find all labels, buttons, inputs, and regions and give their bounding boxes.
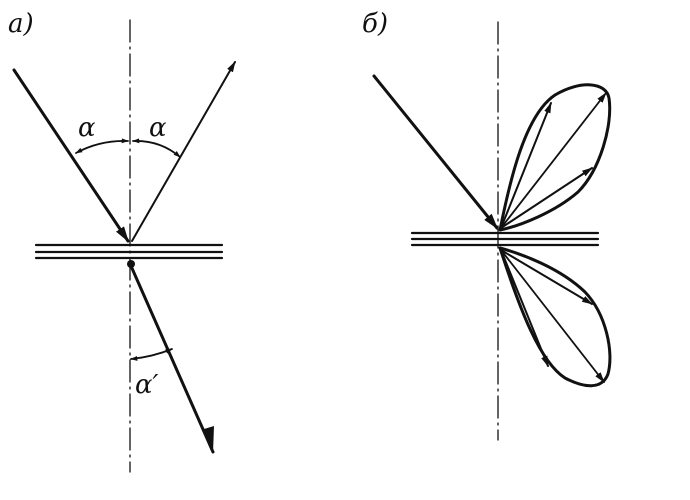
lobe-ray	[500, 249, 605, 383]
lobe-ray	[500, 92, 607, 229]
refracted-ray-head	[204, 426, 214, 453]
panel-b-label: б)	[362, 9, 388, 39]
lobe-ray	[500, 249, 549, 368]
angle-arc-incident	[75, 138, 129, 154]
reflection-lobe-rays	[500, 92, 607, 229]
lobe-ray	[500, 101, 552, 229]
emergence-point-a	[127, 260, 135, 268]
surface-a	[34, 243, 224, 260]
angle-arc-refracted	[130, 348, 173, 361]
angle-arc-reflected	[132, 138, 181, 158]
panel-b: б)	[362, 9, 612, 441]
lobe-ray	[500, 167, 593, 229]
alpha-label-reflected: α	[149, 113, 167, 143]
reflection-lobe	[498, 83, 612, 232]
panel-a: а) α α α′	[8, 9, 236, 473]
reflected-ray-a	[131, 61, 236, 242]
transmission-lobe	[498, 246, 612, 388]
alpha-prime-label: α′	[135, 370, 159, 400]
surface-b	[410, 231, 600, 247]
panel-a-label: а)	[8, 9, 34, 39]
incident-ray-b	[372, 74, 499, 230]
refracted-ray-a	[129, 264, 215, 454]
lobe-ray	[500, 249, 593, 305]
incident-ray-a	[12, 68, 130, 243]
transmission-lobe-rays	[500, 249, 605, 383]
alpha-label-incident: α	[78, 113, 96, 143]
